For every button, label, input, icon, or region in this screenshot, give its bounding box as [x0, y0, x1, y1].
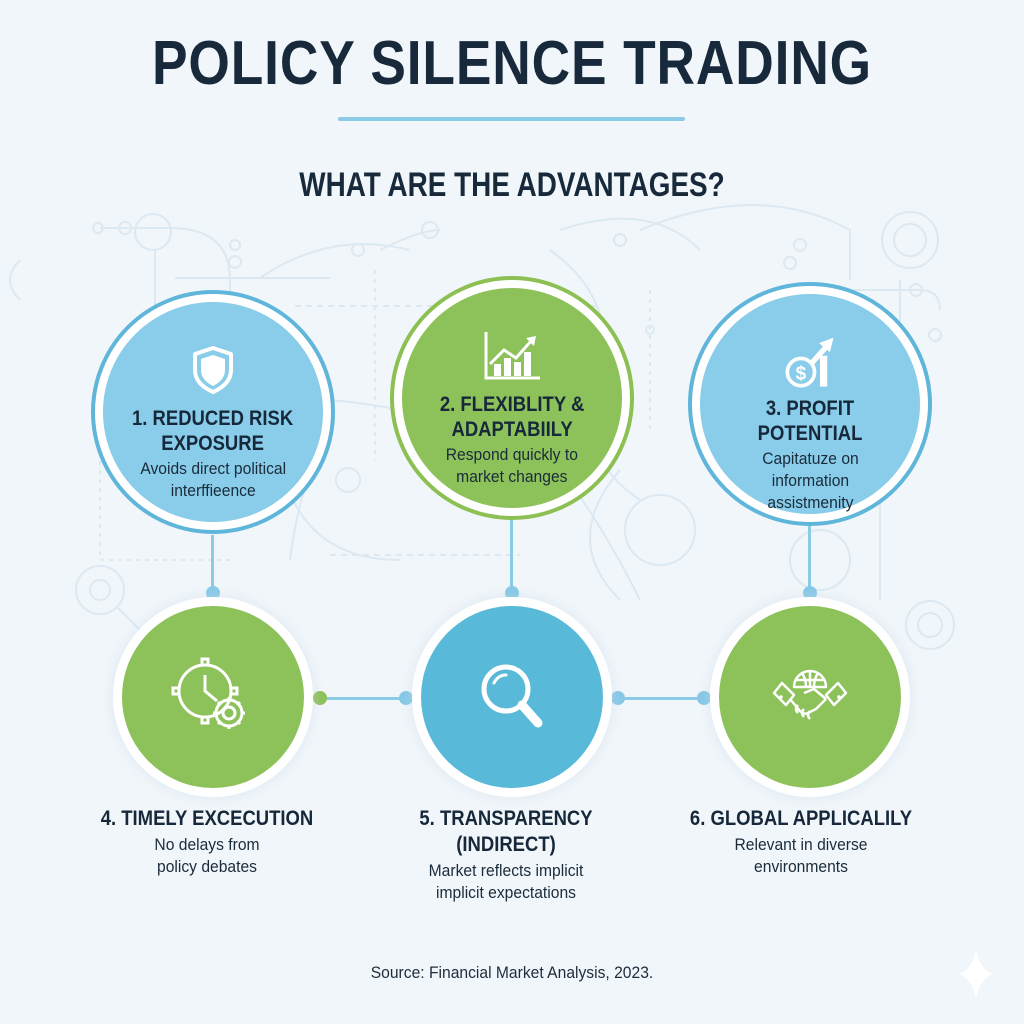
advantage-card-2: 2. FLEXIBLITY & ADAPTABIILY Respond quic…	[390, 276, 634, 520]
advantage-description: Avoids direct political interffieence	[140, 459, 286, 500]
advantage-card-1: 1. REDUCED RISK EXPOSURE Avoids direct p…	[91, 290, 335, 534]
advantage-heading: 2. FLEXIBLITY & ADAPTABIILY	[439, 393, 585, 441]
connector-4-5	[320, 697, 406, 700]
advantage-card-5	[412, 597, 612, 797]
advantage-card-4	[113, 597, 313, 797]
advantage-heading: 6. GLOBAL APPLICALILY	[689, 807, 913, 830]
advantage-label-6: 6. GLOBAL APPLICALILY Relevant in divers…	[651, 806, 951, 878]
advantage-heading: 5. TRANSPARENCY (INDIRECT)	[419, 807, 593, 856]
advantage-description: Relevant in diverse environments	[734, 835, 868, 876]
connector-dot	[611, 691, 625, 705]
connector-5-6	[618, 697, 704, 700]
connector-dot	[697, 691, 711, 705]
globe-handshake-icon	[772, 669, 848, 720]
advantage-heading: 3. PROFIT POTENTIAL	[757, 397, 863, 445]
connector-dot	[399, 691, 413, 705]
connector-dot	[803, 586, 817, 600]
title-divider	[338, 117, 685, 121]
svg-text:$: $	[796, 363, 807, 384]
connector-dot	[206, 586, 220, 600]
shield-icon	[193, 346, 233, 394]
advantage-description: Respond quickly to market changes	[445, 445, 579, 486]
advantage-heading: 4. TIMELY EXCECUTION	[100, 807, 314, 830]
connector-1-4	[211, 535, 214, 593]
advantage-description: Capitatuze on information assistmenity	[761, 449, 859, 512]
connector-3-6	[808, 526, 811, 592]
connector-2-5	[510, 520, 513, 592]
connector-dot	[505, 586, 519, 600]
advantage-label-5: 5. TRANSPARENCY (INDIRECT) Market reflec…	[356, 806, 656, 904]
source-citation: Source: Financial Market Analysis, 2023.	[370, 963, 654, 982]
advantage-description: Market reflects implicit implicit expect…	[428, 861, 584, 902]
bar-chart-growth-icon	[484, 332, 540, 380]
sparkle-icon	[958, 948, 994, 1000]
clock-gear-icon	[171, 657, 245, 729]
advantage-label-4: 4. TIMELY EXCECUTION No delays from poli…	[57, 806, 357, 878]
page-subtitle: WHAT ARE THE ADVANTAGES?	[299, 166, 725, 204]
connector-dot	[313, 691, 327, 705]
advantage-card-6	[710, 597, 910, 797]
advantage-description: No delays from policy debates	[154, 835, 260, 876]
page-title: POLICY SILENCE TRADING	[151, 29, 873, 98]
advantage-card-3: $ 3. PROFIT POTENTIAL Capitatuze on info…	[688, 282, 932, 526]
dollar-growth-arrow-icon: $	[785, 337, 834, 388]
magnifying-glass-icon	[481, 664, 543, 728]
advantage-heading: 1. REDUCED RISK EXPOSURE	[132, 407, 294, 455]
